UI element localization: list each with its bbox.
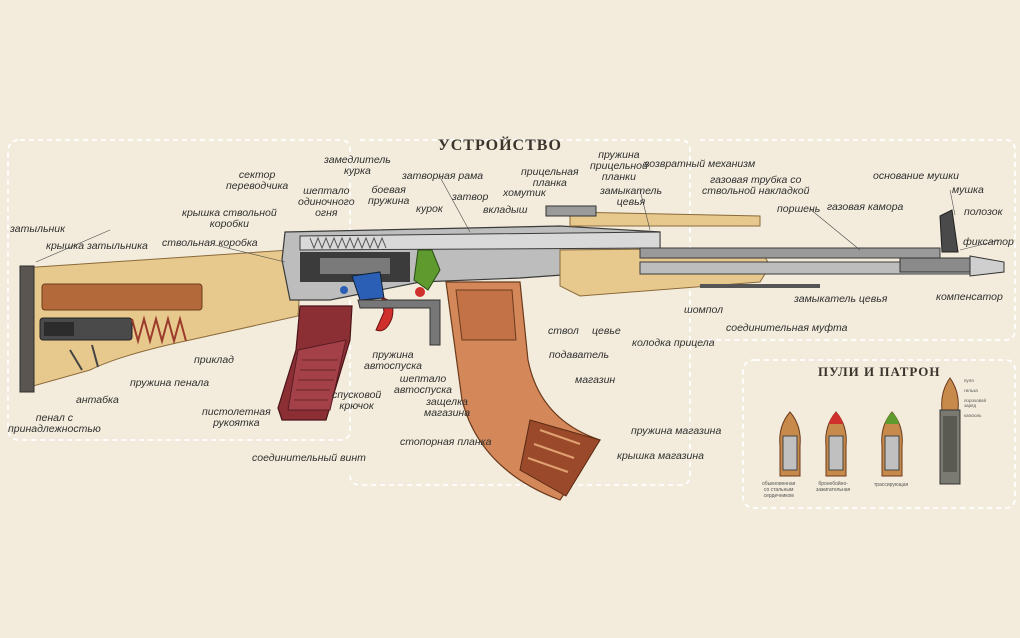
label-boevaya-pruzhina: боевая пружина — [368, 184, 410, 207]
section-frames — [7, 139, 1016, 509]
label-podavatel: подаватель — [549, 349, 610, 361]
bullet-tracer — [881, 411, 903, 477]
leader-lines — [35, 176, 1001, 263]
label-kompensator: компенсатор — [936, 291, 1003, 303]
label-pruzhina-avtospuska: пружина автоспуска — [364, 349, 422, 372]
label-penal: пенал с принадлежностью — [8, 412, 101, 435]
label-vozvratny: возвратный механизм — [644, 158, 756, 170]
label-kryshka-magazina: крышка магазина — [617, 450, 704, 462]
label-zamedlitel: замедлитель курка — [324, 154, 391, 177]
label-kolodka-pricela: колодка прицела — [632, 337, 715, 349]
cartridge — [939, 377, 961, 485]
receiver — [281, 225, 661, 332]
bullet-caption-tracer: трассирующая — [874, 482, 909, 488]
label-pruzhina-penala: пружина пенала — [130, 377, 210, 389]
label-pruzhina-pricelnoy: пружина прицельной планки — [590, 149, 648, 183]
label-vkladysh: вкладыш — [483, 204, 528, 216]
label-zashchelka: защелка магазина — [424, 396, 471, 419]
label-polozok: полозок — [964, 206, 1003, 218]
label-priklad: приклад — [194, 354, 234, 366]
label-porshen: поршень — [777, 203, 821, 215]
label-stvol: ствол — [548, 325, 579, 337]
bullet-caption-ap: бронебойно- зажигательная — [816, 481, 851, 493]
cartridge-parts: пуля гильза пороховой заряд капсюль — [964, 378, 986, 418]
label-zatvor: затвор — [452, 191, 489, 203]
bullet-caption-ordinary: обыкновенная со стальным сердечником — [762, 481, 796, 499]
bullet-ap-incendiary — [825, 411, 847, 477]
device-title: УСТРОЙСТВО — [438, 137, 562, 154]
barrel-assembly — [545, 205, 1005, 297]
label-fiksator: фиксатор — [963, 236, 1014, 248]
bullets-illustration — [779, 377, 961, 485]
label-tseve: цевье — [592, 325, 621, 337]
label-stopornaya-planka: стопорная планка — [400, 436, 492, 448]
label-zatylnik: затыльник — [10, 223, 66, 235]
label-kurok: курок — [416, 203, 443, 215]
label-sheptalo-odinochnogo: шептало одиночного огня — [298, 185, 355, 219]
label-spuskovoy: спусковой крючок — [332, 389, 382, 412]
label-shompol: шомпол — [684, 304, 724, 316]
label-kryshka-korobki: крышка ствольной коробки — [182, 207, 277, 230]
pistol-grip — [277, 305, 353, 421]
label-magazin: магазин — [575, 374, 616, 386]
label-sheptalo-avtospuska: шептало автоспуска — [394, 373, 452, 396]
label-soedinitelny-vint: соединительный винт — [252, 452, 366, 464]
label-antabka: антабка — [76, 394, 119, 406]
bullet-ordinary — [779, 411, 801, 477]
trigger-guard — [357, 299, 441, 346]
label-zamykatel-tseva-top: замыкатель цевья — [600, 185, 663, 208]
label-homutik: хомутик — [503, 187, 546, 199]
label-zamykatel-tseva: замыкатель цевья — [794, 293, 888, 305]
label-stvolnaya-korobka: ствольная коробка — [162, 237, 258, 249]
label-pistoletnaya: пистолетная рукоятка — [202, 406, 271, 429]
bullets-title: ПУЛИ И ПАТРОН — [818, 364, 941, 379]
label-sektor: сектор переводчика — [226, 169, 289, 192]
label-gazovaya-trubka: газовая трубка со ствольной накладкой — [702, 174, 810, 197]
buttstock — [19, 249, 301, 393]
label-pruzhina-magazina: пружина магазина — [631, 425, 722, 437]
label-mushka: мушка — [952, 184, 984, 196]
magazine — [445, 281, 601, 501]
label-kryshka-zatylnika: крышка затыльника — [46, 240, 148, 252]
label-osnovanie-mushki: основание мушки — [873, 170, 960, 182]
label-pricelnaya-planka: прицельная планка — [521, 166, 579, 189]
label-soedinitelnaya-mufta: соединительная муфта — [726, 322, 848, 334]
label-gazovaya-kamora: газовая камора — [827, 201, 904, 213]
label-zatvornaya-rama: затворная рама — [402, 170, 484, 182]
